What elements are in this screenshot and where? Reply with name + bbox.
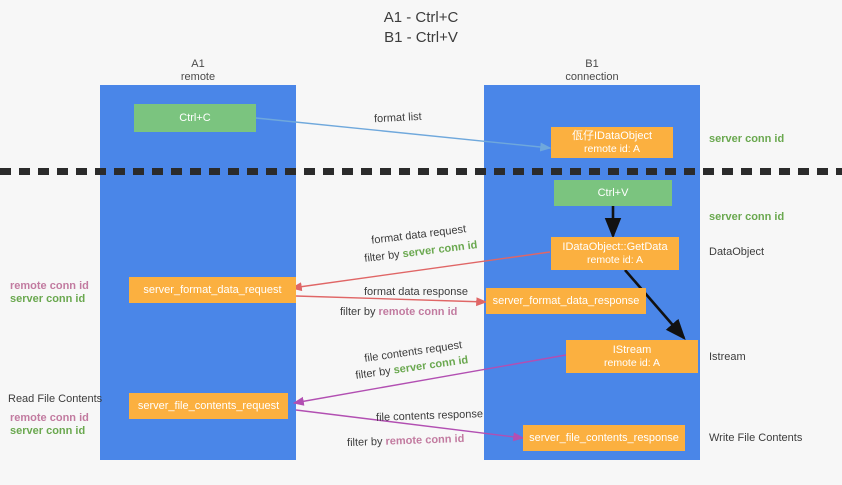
node-ctrl-v[interactable]: Ctrl+V (554, 180, 672, 206)
node-idataobject-getdata[interactable]: IDataObject::GetData remote id: A (551, 237, 679, 270)
file-contents-response-filter-prefix: filter by (346, 435, 386, 450)
node-server-format-data-response[interactable]: server_format_data_response (486, 288, 646, 314)
side-label-server-conn-id-1: server conn id (10, 293, 86, 305)
node-ctrl-v-label: Ctrl+V (597, 186, 629, 199)
node-idataobject-getdata-sub: remote id: A (586, 253, 644, 266)
lane-a1-name: A1 (191, 58, 205, 70)
node-server-file-contents-response-label: server_file_contents_response (529, 431, 679, 444)
lane-b1-sub: connection (565, 71, 619, 83)
node-server-format-data-request-label: server_format_data_request (143, 283, 282, 296)
lane-header-b1: B1 connection (512, 58, 672, 84)
page-title: A1 - Ctrl+C B1 - Ctrl+V (0, 8, 842, 48)
file-contents-filter-prefix: filter by (354, 364, 395, 382)
side-label-istream: Istream (709, 351, 746, 363)
side-label-server-conn-id-top: server conn id (709, 133, 785, 145)
node-ctrl-c[interactable]: Ctrl+C (134, 104, 256, 132)
side-label-read-file-contents: Read File Contents (8, 393, 103, 405)
edge-label-format-data-response-filter: filter by remote conn id (340, 305, 457, 319)
edge-label-format-list: format list (373, 110, 422, 126)
edge-label-format-data-response: format data response (364, 286, 468, 298)
node-server-file-contents-request[interactable]: server_file_contents_request (129, 393, 288, 419)
dashed-divider (0, 168, 842, 175)
node-istream[interactable]: IStream remote id: A (566, 340, 698, 373)
side-label-remote-conn-id-1: remote conn id (10, 280, 89, 292)
node-server-file-contents-request-label: server_file_contents_request (137, 399, 280, 412)
node-clipboard-data-object-label: 佤仔IDataObject (571, 129, 653, 142)
node-idataobject-getdata-label: IDataObject::GetData (562, 240, 668, 253)
file-contents-response-filter-value: remote conn id (385, 432, 465, 448)
lane-a1-sub: remote (180, 71, 216, 83)
side-label-server-conn-id-2: server conn id (10, 425, 86, 437)
node-server-format-data-request[interactable]: server_format_data_request (129, 277, 296, 303)
node-istream-sub: remote id: A (603, 356, 661, 369)
edge-label-file-contents-response-filter: filter by remote conn id (347, 432, 465, 450)
node-server-format-data-response-label: server_format_data_response (492, 294, 640, 307)
title-line-2: B1 - Ctrl+V (384, 29, 458, 46)
side-label-remote-conn-id-2: remote conn id (10, 412, 89, 424)
node-server-file-contents-response[interactable]: server_file_contents_response (523, 425, 685, 451)
format-data-response-filter-value: remote conn id (378, 306, 458, 318)
title-line-1: A1 - Ctrl+C (383, 9, 459, 26)
format-data-response-filter-prefix: filter by (340, 306, 379, 318)
format-data-filter-prefix: filter by (363, 248, 404, 265)
node-clipboard-data-object[interactable]: 佤仔IDataObject remote id: A (551, 127, 673, 158)
node-istream-label: IStream (612, 343, 652, 356)
side-label-data-object: DataObject (709, 246, 765, 258)
side-label-write-file-contents: Write File Contents (709, 432, 803, 444)
lane-header-a1: A1 remote (118, 58, 278, 84)
lane-b1-name: B1 (585, 58, 599, 70)
node-clipboard-data-object-sub: remote id: A (583, 142, 641, 155)
node-ctrl-c-label: Ctrl+C (179, 111, 211, 124)
edge-label-file-contents-response: file contents response (375, 408, 484, 424)
side-label-server-conn-id-second: server conn id (709, 211, 785, 223)
